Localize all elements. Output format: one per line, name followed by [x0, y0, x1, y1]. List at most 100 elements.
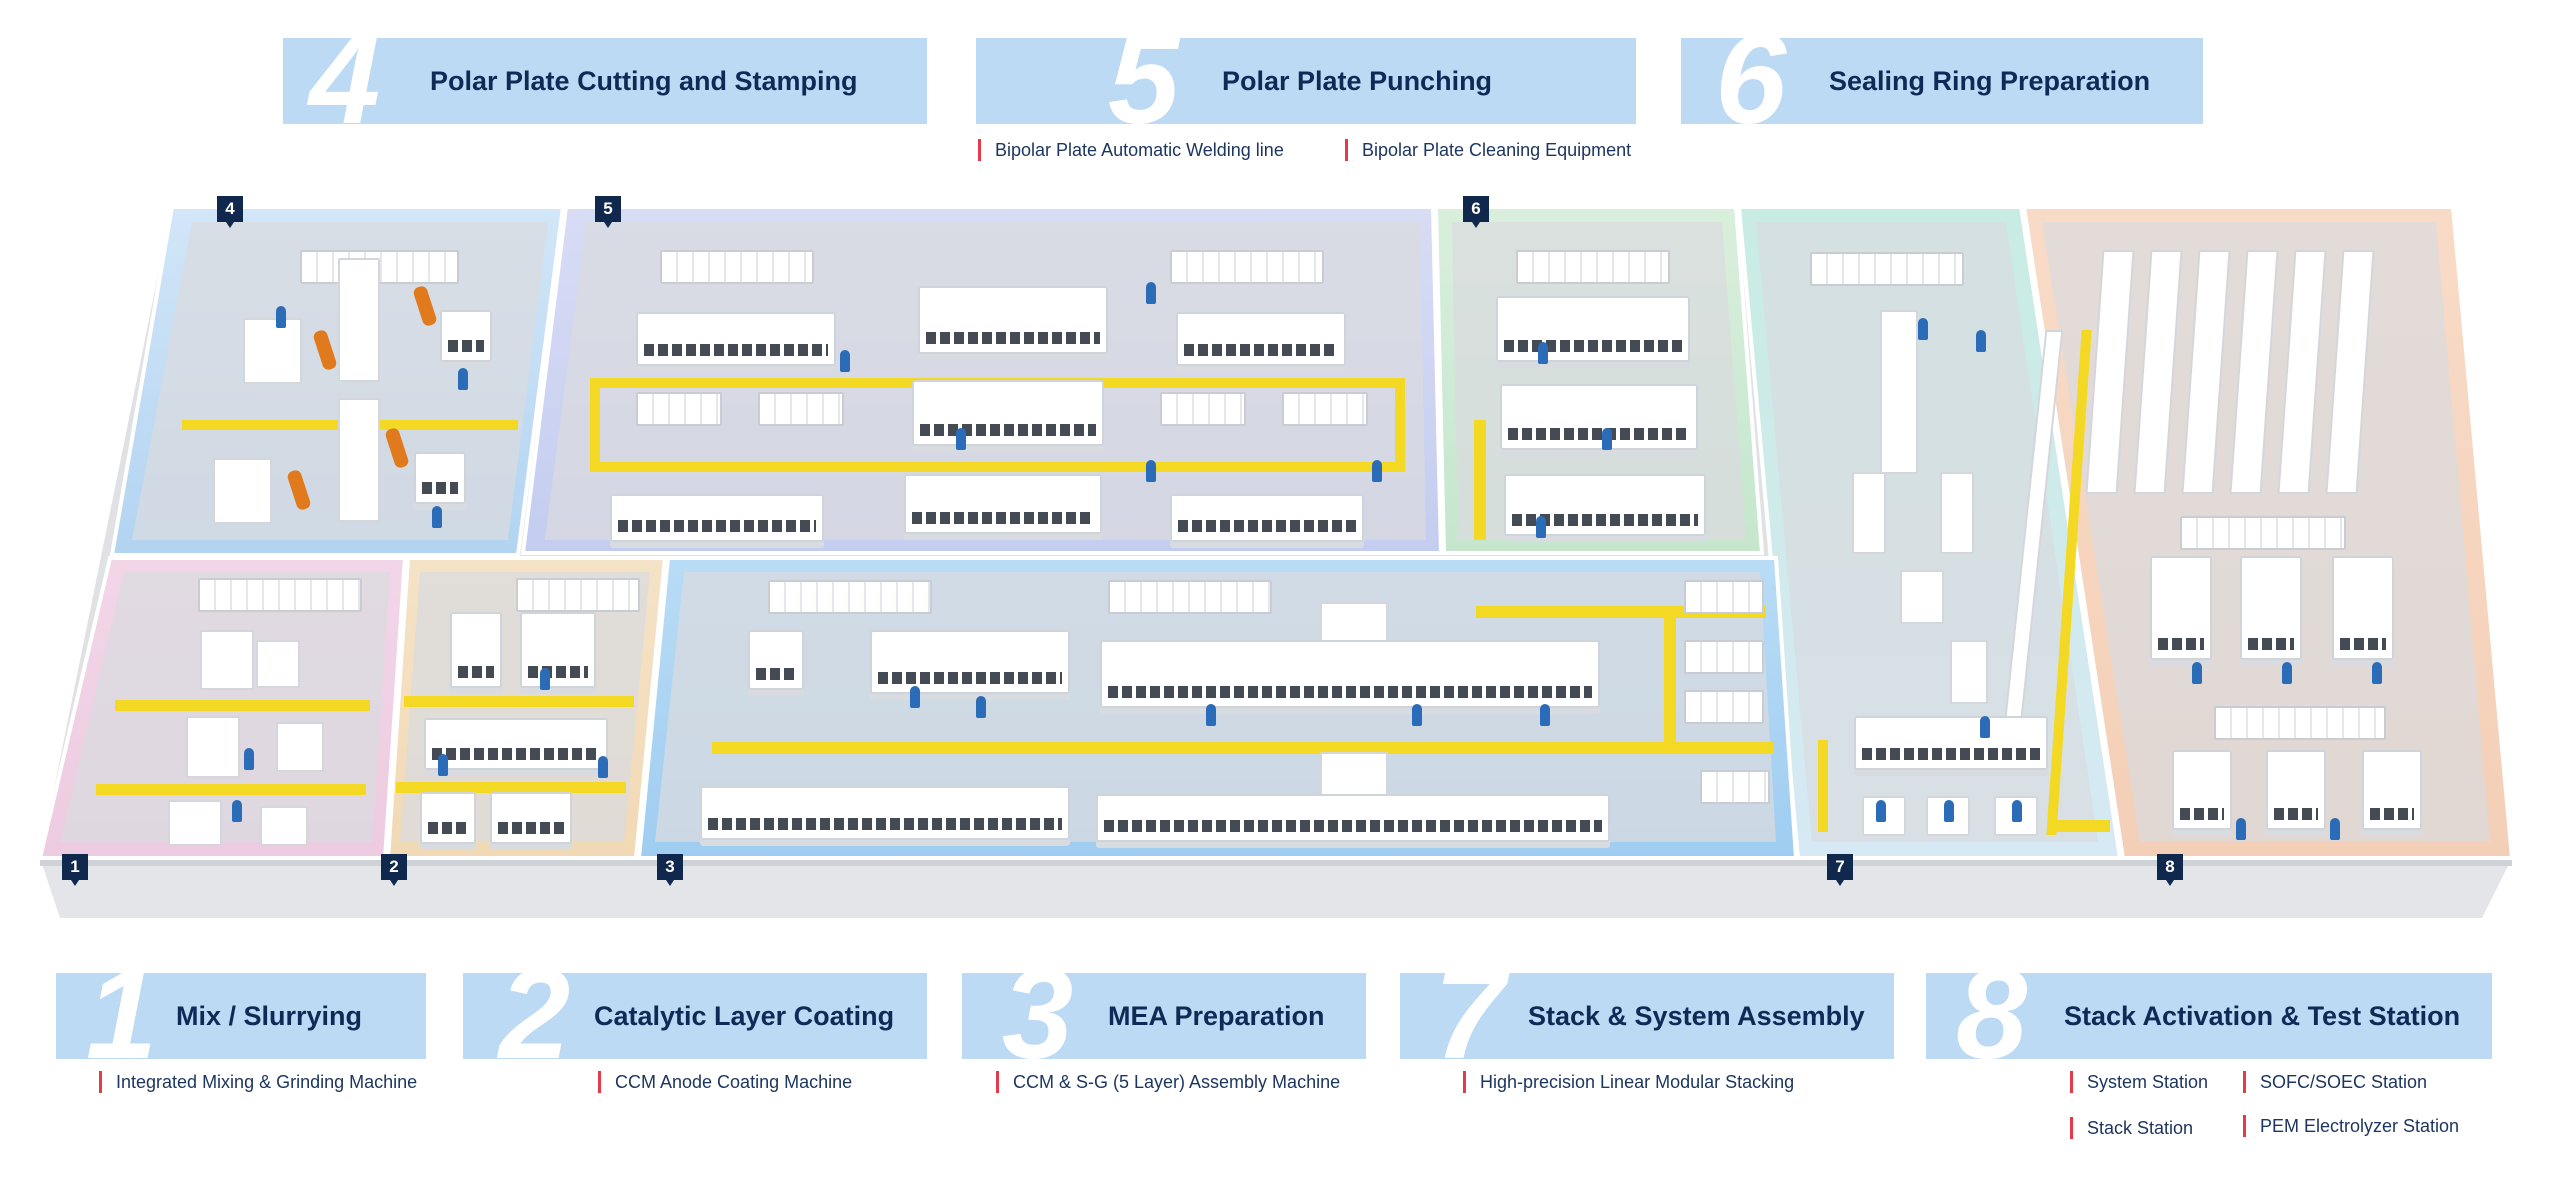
- mixing-machine: [200, 630, 254, 690]
- test-rack: [2229, 250, 2279, 494]
- zone-badge-1: 1: [62, 854, 88, 886]
- subtitle-cleaning-equipment: Bipolar Plate Cleaning Equipment: [1345, 139, 1631, 161]
- worker: [1412, 704, 1422, 726]
- storage-rack: [768, 580, 932, 614]
- subtitle-stack-station: Stack Station: [2070, 1117, 2193, 1139]
- worker: [2372, 662, 2382, 684]
- activation-station: [2150, 556, 2212, 660]
- test-station: [2266, 750, 2326, 830]
- worker: [1540, 704, 1550, 726]
- banner-number: 1: [86, 973, 158, 1059]
- worker: [2330, 818, 2340, 840]
- worker: [2012, 800, 2022, 822]
- subtitle-pem-electrolyzer-station: PEM Electrolyzer Station: [2243, 1115, 2459, 1137]
- worker: [540, 668, 550, 690]
- zone-badge-4: 4: [217, 196, 243, 228]
- worker: [1538, 342, 1548, 364]
- banner-zone-4: 4 Polar Plate Cutting and Stamping: [283, 38, 927, 124]
- stack-assembly-bench: [1854, 716, 2048, 770]
- banner-title: Stack Activation & Test Station: [2064, 1001, 2461, 1031]
- worker: [1372, 460, 1382, 482]
- walkway-zone5-top: [590, 378, 1405, 388]
- ccm-coating-machine: [520, 612, 596, 688]
- storage-rack: [1810, 252, 1964, 286]
- ccm-coating-machine: [420, 792, 476, 844]
- ccm-sg-assembly-line: [1100, 640, 1600, 708]
- test-rack: [2277, 250, 2327, 494]
- sealing-ring-machine: [1496, 296, 1690, 362]
- press-machine: [338, 398, 380, 522]
- walkway-zone1-a: [115, 700, 370, 711]
- test-rack: [2085, 250, 2135, 494]
- banner-title: Sealing Ring Preparation: [1829, 66, 2151, 96]
- worker: [1206, 704, 1216, 726]
- zone-badge-5: 5: [595, 196, 621, 228]
- ccm-coating-machine: [450, 612, 502, 688]
- worker: [976, 696, 986, 718]
- press-machine: [338, 258, 380, 382]
- punching-line: [912, 380, 1104, 446]
- worker: [840, 350, 850, 372]
- banner-zone-6: 6 Sealing Ring Preparation: [1681, 38, 2203, 124]
- zone-badge-3: 3: [657, 854, 683, 886]
- walkway-zone2-b: [396, 782, 626, 793]
- banner-number: 4: [309, 38, 381, 124]
- walkway-zone3-right: [1664, 606, 1676, 752]
- punching-rack: [636, 392, 722, 426]
- banner-zone-2: 2 Catalytic Layer Coating: [463, 973, 927, 1059]
- workbench: [1862, 796, 1906, 836]
- banner-number: 3: [1002, 973, 1074, 1059]
- walkway-zone5-right: [1395, 378, 1405, 472]
- worker: [458, 368, 468, 390]
- walkway-zone7: [1818, 740, 1828, 832]
- walkway-zone2-a: [404, 696, 634, 707]
- walkway-zone3: [712, 742, 1774, 754]
- storage-rack: [2214, 706, 2386, 740]
- banner-number: 7: [1434, 973, 1506, 1059]
- storage-rack: [1170, 250, 1324, 284]
- banner-title: Stack & System Assembly: [1528, 1001, 1865, 1031]
- storage-rack: [1700, 770, 1770, 804]
- worker: [432, 506, 442, 528]
- subtitle-sofc-soec-station: SOFC/SOEC Station: [2243, 1071, 2427, 1093]
- banner-title: MEA Preparation: [1108, 1001, 1325, 1031]
- mea-long-line: [1096, 794, 1610, 842]
- walkway-zone8-left: [2046, 330, 2092, 835]
- assembly-rail: [1998, 330, 2064, 774]
- mea-tower: [1320, 752, 1388, 796]
- test-station: [2362, 750, 2422, 830]
- grinding-machine: [276, 722, 324, 772]
- test-station: [2172, 750, 2232, 830]
- workbench: [1926, 796, 1970, 836]
- worker: [910, 686, 920, 708]
- worker: [1146, 282, 1156, 304]
- sealing-ring-machine: [1500, 384, 1698, 450]
- stacking-gantry: [1852, 472, 1886, 554]
- storage-rack: [1684, 690, 1764, 724]
- worker: [2282, 662, 2292, 684]
- storage-rack: [300, 250, 459, 284]
- storage-rack: [1108, 580, 1272, 614]
- subtitle-linear-stacking: High-precision Linear Modular Stacking: [1463, 1071, 1794, 1093]
- industrial-robot: [384, 426, 410, 470]
- worker: [276, 306, 286, 328]
- workbench: [1994, 796, 2038, 836]
- assembly-station: [1900, 570, 1944, 624]
- walkway-zone5-left: [590, 378, 600, 472]
- walkway-zone5-mid: [590, 462, 1405, 472]
- stacking-gantry: [1940, 472, 1974, 554]
- worker: [232, 800, 242, 822]
- walkway-zone1-b: [96, 784, 366, 795]
- cleaning-station: [1176, 312, 1346, 366]
- worker: [1602, 428, 1612, 450]
- mixing-machine: [168, 800, 222, 846]
- sealing-ring-machine: [1504, 474, 1706, 536]
- welding-line-station: [904, 474, 1102, 534]
- punching-rack: [758, 392, 844, 426]
- stamping-cell: [414, 452, 466, 504]
- worker: [438, 754, 448, 776]
- walkway-zone4: [182, 420, 518, 430]
- banner-title: Mix / Slurrying: [176, 1001, 363, 1031]
- grinding-machine: [256, 640, 300, 688]
- zone-badge-6: 6: [1463, 196, 1489, 228]
